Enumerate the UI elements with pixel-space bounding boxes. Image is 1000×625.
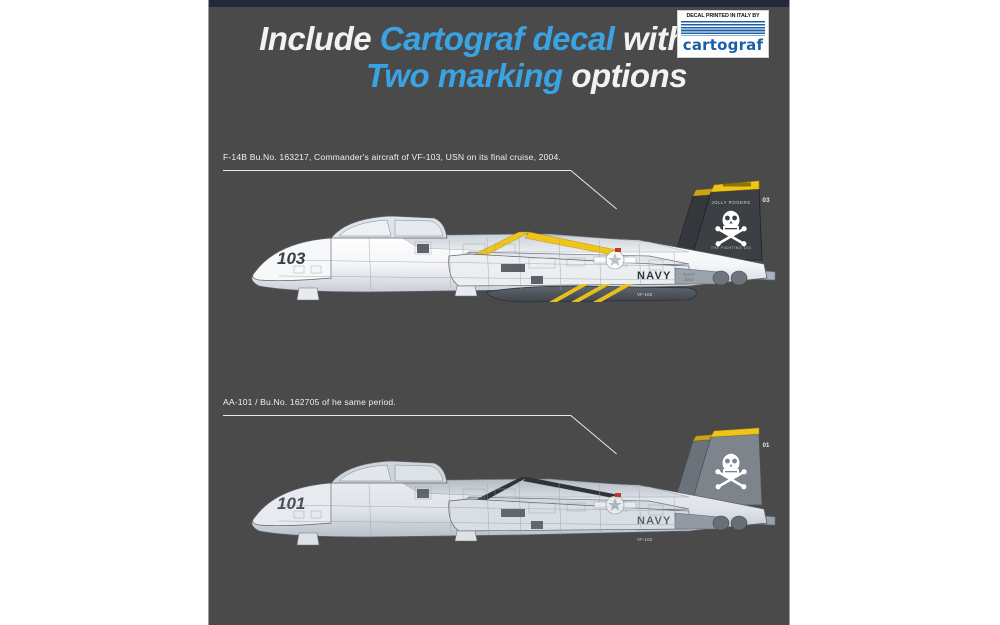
option-1-caption: F-14B Bu.No. 163217, Commander's aircraf… xyxy=(223,152,561,162)
tail-code-1: 03 xyxy=(762,197,770,204)
page-title: Include Cartograf decal with Two marking… xyxy=(227,20,687,94)
svg-text:2004: 2004 xyxy=(684,277,694,282)
cartograf-logo: DECAL PRINTED IN ITALY BY cartograf xyxy=(677,10,769,58)
national-insignia-2 xyxy=(593,495,637,515)
tail-code-2: 01 xyxy=(763,443,770,449)
modex-1: 103 xyxy=(277,249,306,268)
headline-include: Include xyxy=(259,20,380,57)
jolly-roger-insignia-2 xyxy=(715,453,747,490)
svg-text:THE FIGHTING 103: THE FIGHTING 103 xyxy=(711,246,751,250)
navy-marking-2: NAVY xyxy=(637,515,672,527)
option-2-caption: AA-101 / Bu.No. 162705 of he same period… xyxy=(223,397,396,407)
option-1-leader-horizontal xyxy=(223,170,571,171)
glove-stripe-dark-2 xyxy=(473,477,528,503)
tail-band-yellow-2 xyxy=(710,427,760,438)
squadron-marking-1: VF-103 xyxy=(637,292,653,297)
navy-marking-1: NAVY xyxy=(637,270,672,282)
svg-text:JOLLY ROGERS: JOLLY ROGERS xyxy=(712,200,751,205)
radome-2 xyxy=(252,482,332,527)
top-accent-bar xyxy=(209,0,789,7)
tail-fin-near-2: 01 xyxy=(690,427,770,506)
svg-text:2004: 2004 xyxy=(684,522,694,527)
cartograf-brand-name: cartograf xyxy=(682,36,764,54)
headline-two-marking: Two marking xyxy=(365,57,572,94)
content-panel: Include Cartograf decal with Two marking… xyxy=(208,0,790,625)
svg-text:NAVY: NAVY xyxy=(683,517,695,522)
jolly-roger-insignia-1 xyxy=(715,210,747,247)
headline-with: with xyxy=(623,20,687,57)
squadron-marking-2: VF-103 xyxy=(637,537,653,542)
headline-cartograf-decal: Cartograf decal xyxy=(379,20,624,57)
modex-2: 101 xyxy=(277,494,305,513)
cartograf-stripes-icon xyxy=(681,21,765,36)
aircraft-illustration-2: 01 xyxy=(219,405,779,570)
radome-1 xyxy=(252,237,332,282)
aircraft-illustration-1: JOLLY ROGERS THE FIGHTING 103 03 xyxy=(219,160,779,325)
svg-text:NAVY: NAVY xyxy=(683,272,695,277)
cartograf-logo-caption: DECAL PRINTED IN ITALY BY xyxy=(686,13,760,19)
option-2-leader-horizontal xyxy=(223,415,571,416)
headline-options: options xyxy=(571,57,687,94)
